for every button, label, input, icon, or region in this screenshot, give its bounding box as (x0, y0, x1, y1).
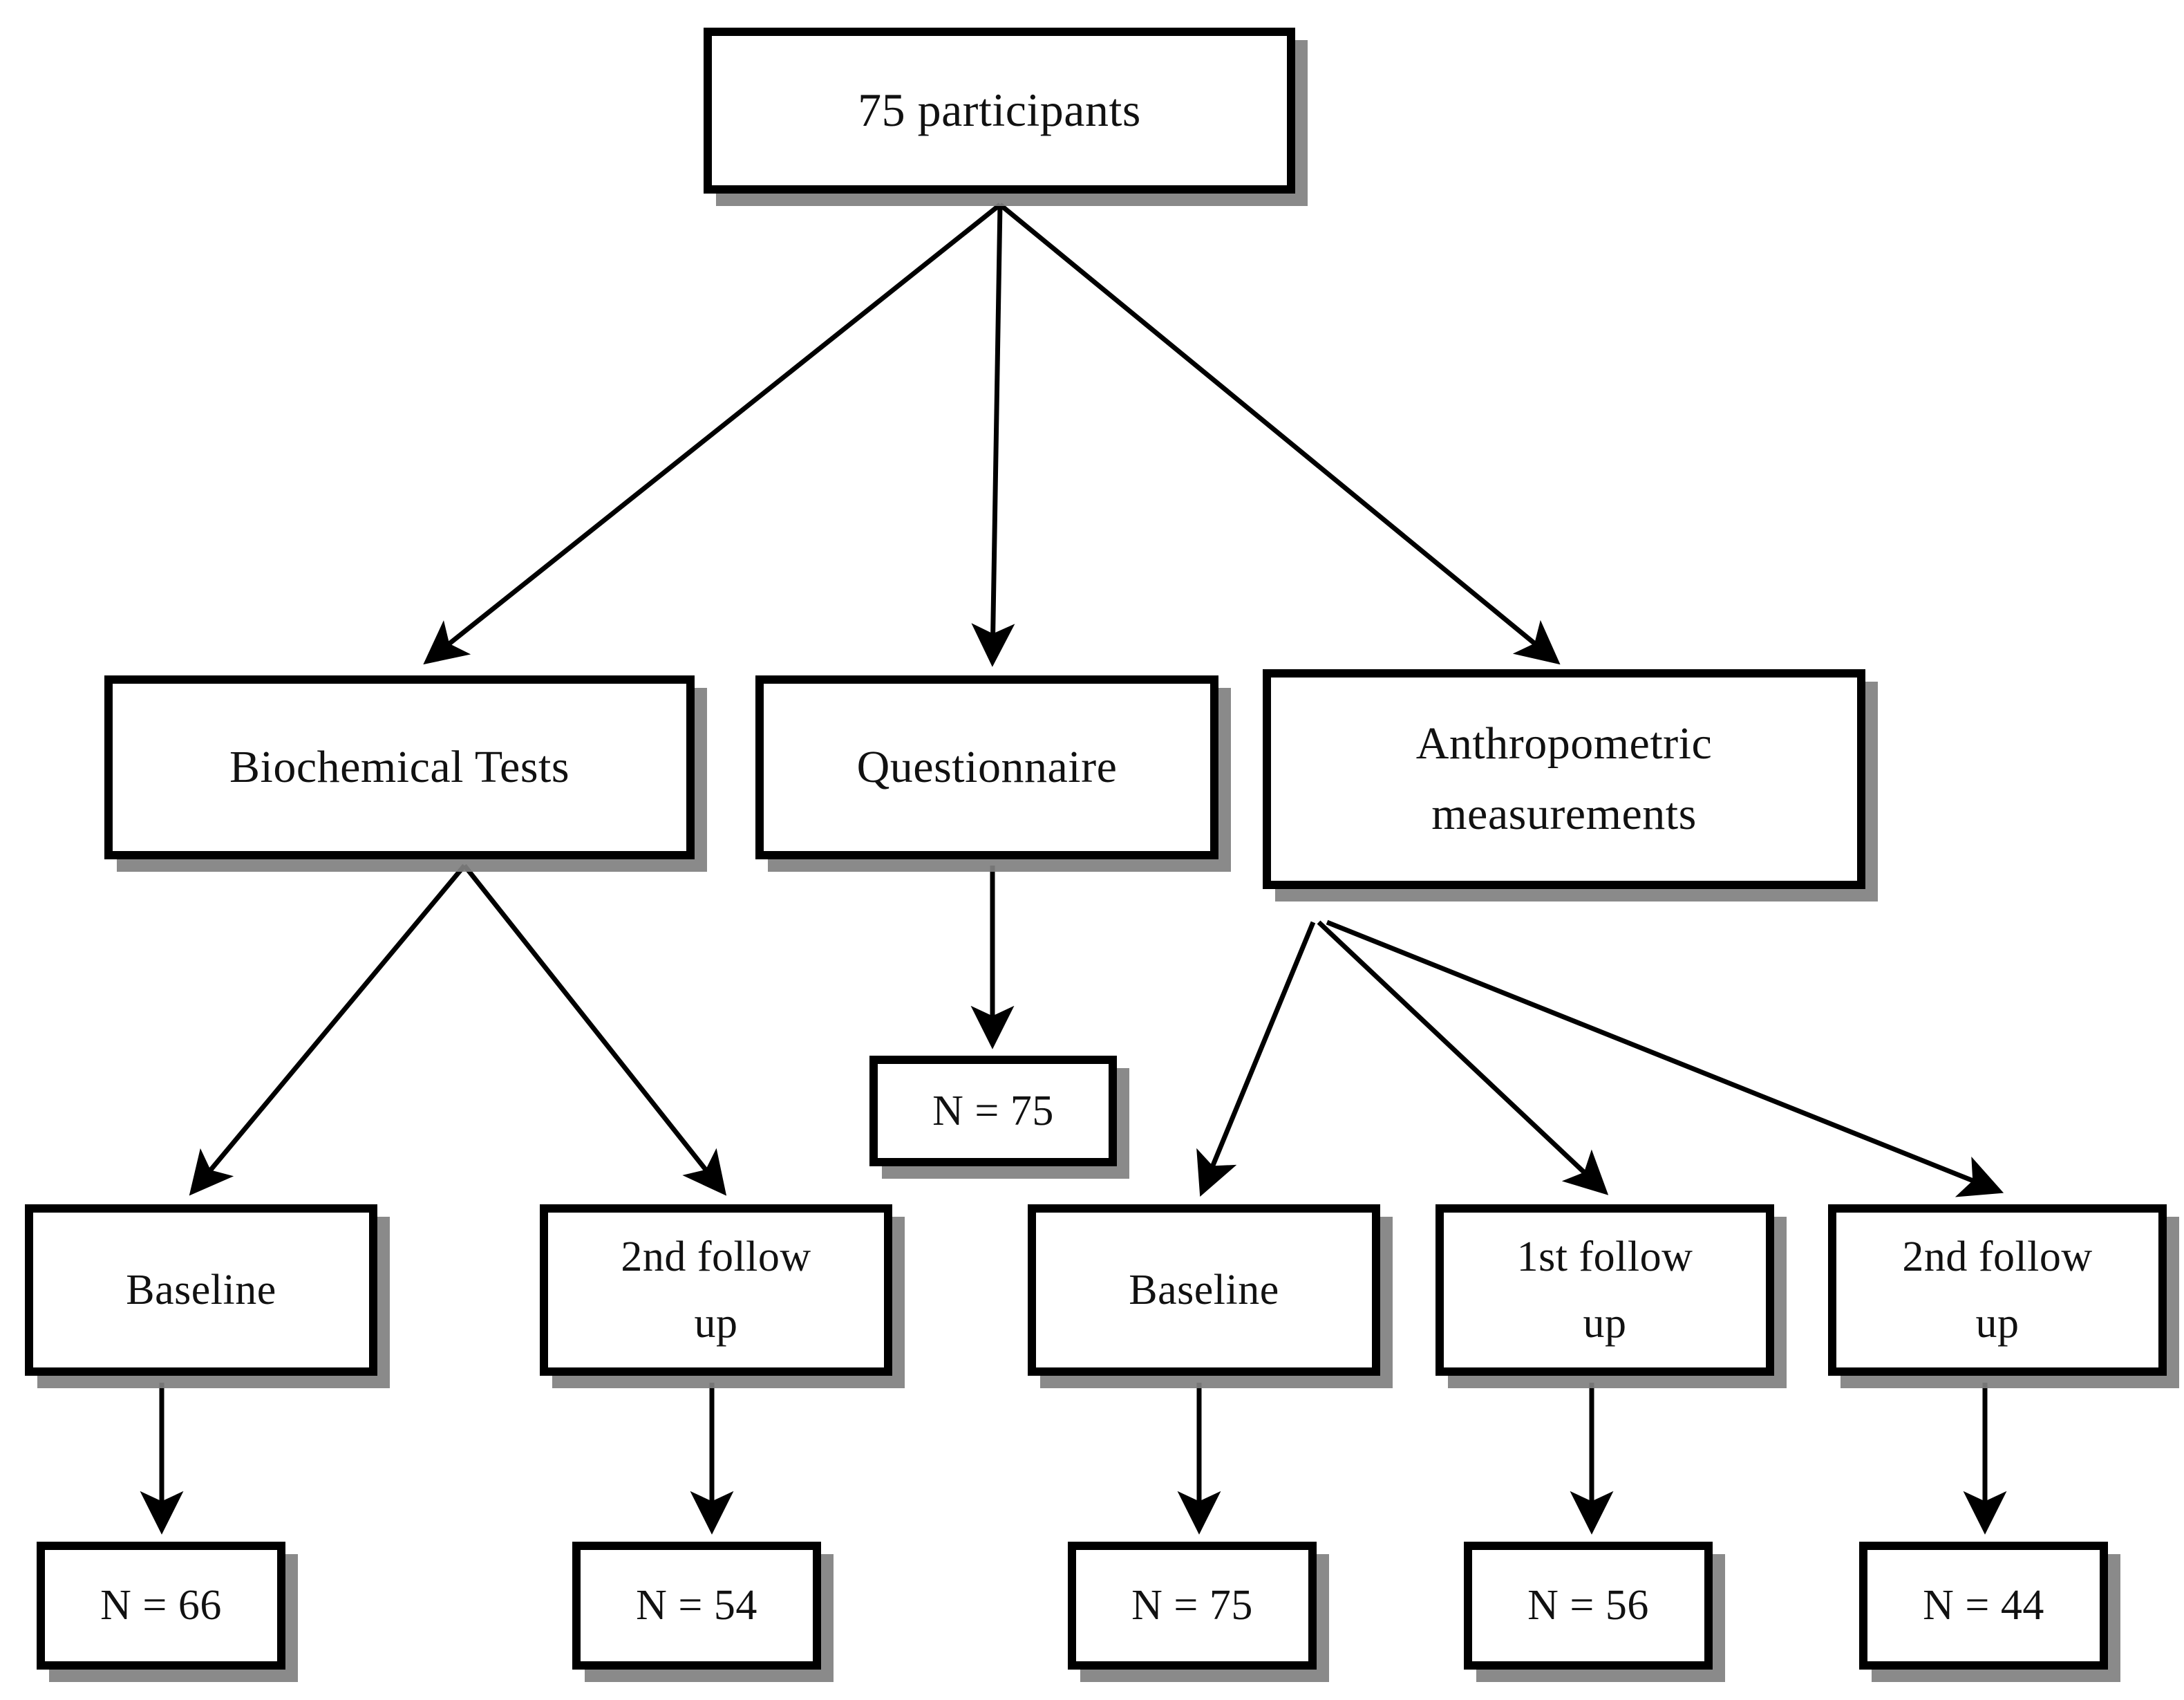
node-root-label: 75 participants (858, 84, 1141, 137)
node-root: 75 participants (704, 28, 1295, 194)
node-biochemical-baseline-count-label: N = 66 (100, 1582, 222, 1629)
node-questionnaire-label: Questionnaire (856, 741, 1118, 792)
node-anthropometric-first-followup-count: N = 56 (1464, 1542, 1713, 1670)
node-anthropometric-second-followup: 2nd follow up (1828, 1204, 2167, 1376)
connector-root-to-biochemical (423, 203, 1002, 665)
node-questionnaire: Questionnaire (755, 675, 1218, 859)
node-anthropometric-second-followup-count-label: N = 44 (1923, 1582, 2044, 1629)
connector-anthropometric-to-follow2 (1326, 919, 2004, 1197)
node-biochemical-tests-label: Biochemical Tests (229, 741, 570, 792)
node-biochemical-second-followup-count-label: N = 54 (636, 1582, 757, 1629)
node-anthropometric-second-followup-label: 2nd follow up (1902, 1233, 2093, 1347)
node-anthropometric-measurements: Anthropometric measurements (1263, 669, 1865, 889)
node-biochemical-tests: Biochemical Tests (104, 675, 695, 859)
connector-root-to-anthropometric (998, 203, 1561, 665)
node-anthropometric-first-followup-label: 1st follow up (1516, 1233, 1693, 1347)
node-biochemical-baseline-label: Baseline (126, 1266, 276, 1314)
node-anthropometric-baseline-count-label: N = 75 (1131, 1582, 1253, 1629)
connector-biochemical-to-follow2 (462, 863, 727, 1196)
node-anthropometric-baseline-label: Baseline (1129, 1266, 1279, 1314)
connector-root-to-questionnaire (971, 204, 1015, 667)
node-anthropometric-second-followup-count: N = 44 (1859, 1542, 2108, 1670)
node-anthropometric-baseline-count: N = 75 (1068, 1542, 1317, 1670)
node-questionnaire-count: N = 75 (869, 1056, 1117, 1166)
node-biochemical-baseline-count: N = 66 (37, 1542, 285, 1670)
node-anthropometric-first-followup-count-label: N = 56 (1527, 1582, 1649, 1629)
node-biochemical-second-followup-label: 2nd follow up (621, 1233, 811, 1347)
connector-anthropometric-to-follow1 (1317, 920, 1609, 1195)
node-questionnaire-count-label: N = 75 (932, 1087, 1054, 1134)
node-biochemical-baseline: Baseline (25, 1204, 377, 1376)
connector-anthropometric-to-baseline (1196, 921, 1316, 1197)
node-anthropometric-baseline: Baseline (1028, 1204, 1380, 1376)
node-anthropometric-measurements-label: Anthropometric measurements (1415, 718, 1713, 839)
node-biochemical-second-followup-count: N = 54 (572, 1542, 821, 1670)
node-biochemical-second-followup: 2nd follow up (540, 1204, 892, 1376)
connector-biochemical-to-baseline (189, 863, 467, 1196)
node-anthropometric-first-followup: 1st follow up (1435, 1204, 1774, 1376)
